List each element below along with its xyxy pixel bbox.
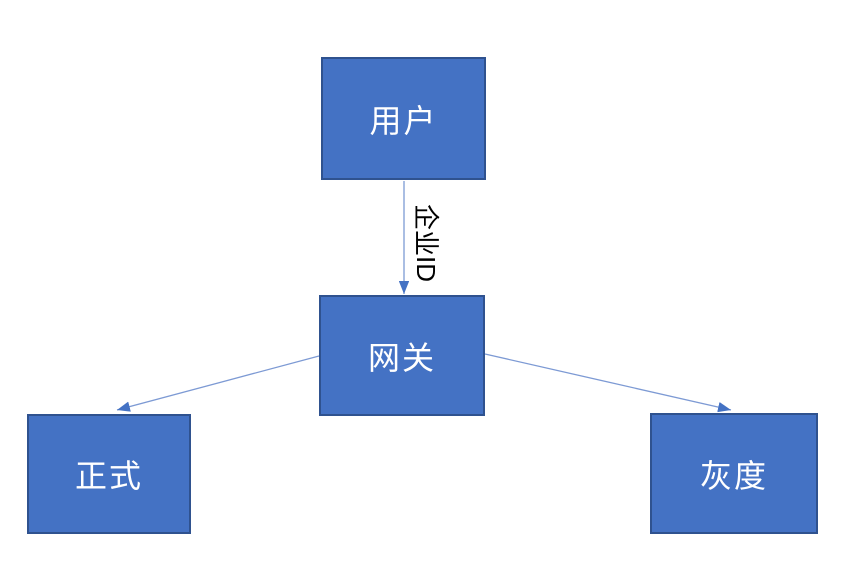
node-user-label: 用户 [369,102,438,139]
node-gray-label: 灰度 [699,457,768,494]
node-user: 用户 [321,57,486,180]
node-gray: 灰度 [650,413,818,534]
edge-gateway-to-gray [484,353,732,413]
edge-label-enterprise-id: 企业ID [411,203,441,282]
node-production-label: 正式 [74,458,143,494]
node-production: 正式 [27,414,191,534]
node-gateway: 网关 [319,295,485,416]
node-gateway-label: 网关 [367,339,436,376]
edge-gateway-to-production [116,355,320,412]
